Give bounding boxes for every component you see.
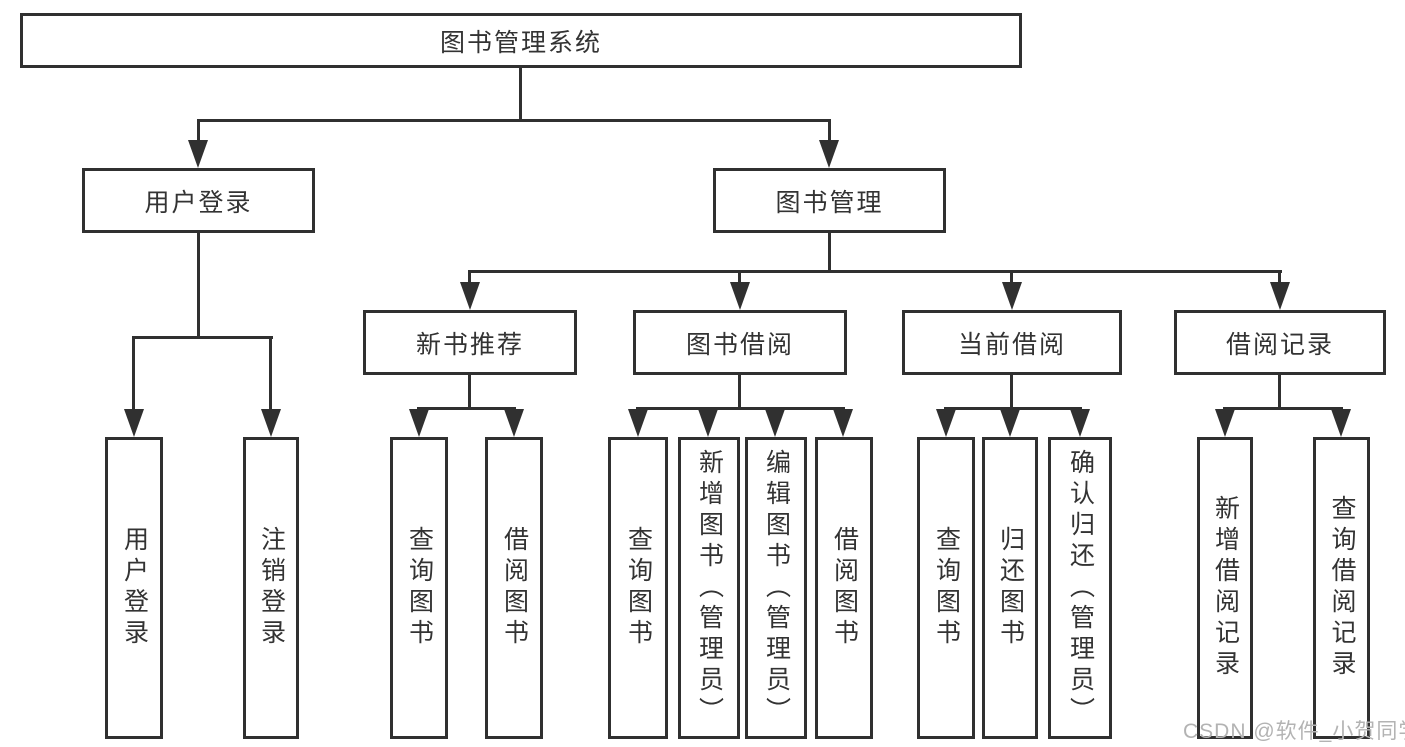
leaf-borrow-book: 借阅图书 [815,437,873,739]
arrow-down-icon [1270,282,1290,310]
arrow-down-icon [261,409,281,437]
arrow-down-icon [1070,409,1090,437]
connector-line [944,407,1082,410]
arrow-down-icon [1000,409,1020,437]
arrow-down-icon [1215,409,1235,437]
connector-line [468,375,471,409]
leaf-query-book: 查询图书 [608,437,668,739]
connector-line [417,407,516,410]
node-new-book-recommend: 新书推荐 [363,310,577,375]
leaf-add-borrow-record: 新增借阅记录 [1197,437,1253,739]
connector-line [197,119,831,122]
arrow-down-icon [765,409,785,437]
leaf-user-login: 用户登录 [105,437,163,739]
connector-line [1223,407,1343,410]
leaf-logout: 注销登录 [243,437,299,739]
node-root: 图书管理系统 [20,13,1022,68]
connector-line [197,233,200,337]
arrow-down-icon [1002,282,1022,310]
leaf-query-book: 查询图书 [390,437,448,739]
leaf-query-book: 查询图书 [917,437,975,739]
connector-line [468,270,471,284]
connector-line [269,336,272,411]
arrow-down-icon [124,409,144,437]
watermark: CSDN @软件_小贺同学 [1183,720,1405,743]
arrow-down-icon [730,282,750,310]
leaf-add-book-admin: 新增图书（管理员） [678,437,740,739]
connector-line [197,119,200,143]
connector-line [1010,375,1013,409]
arrow-down-icon [1331,409,1351,437]
leaf-query-borrow-record: 查询借阅记录 [1313,437,1370,739]
leaf-edit-book-admin: 编辑图书（管理员） [745,437,807,739]
leaf-borrow-book: 借阅图书 [485,437,543,739]
node-book-borrow: 图书借阅 [633,310,847,375]
connector-line [738,270,741,284]
connector-line [132,336,135,411]
arrow-down-icon [409,409,429,437]
node-book-management: 图书管理 [713,168,946,233]
arrow-down-icon [819,140,839,168]
connector-line [828,119,831,143]
arrow-down-icon [833,409,853,437]
connector-line [738,375,741,409]
connector-line [1010,270,1013,284]
node-borrow-records: 借阅记录 [1174,310,1386,375]
leaf-confirm-return-admin: 确认归还（管理员） [1048,437,1112,739]
arrow-down-icon [698,409,718,437]
arrow-down-icon [504,409,524,437]
arrow-down-icon [936,409,956,437]
connector-line [519,68,522,120]
connector-line [132,336,273,339]
connector-line [636,407,845,410]
leaf-return-book: 归还图书 [982,437,1038,739]
arrow-down-icon [460,282,480,310]
node-current-borrow: 当前借阅 [902,310,1122,375]
arrow-down-icon [628,409,648,437]
connector-line [468,270,1282,273]
connector-line [1278,270,1281,284]
node-user-login: 用户登录 [82,168,315,233]
connector-line [1278,375,1281,409]
arrow-down-icon [188,140,208,168]
connector-line [828,233,831,272]
